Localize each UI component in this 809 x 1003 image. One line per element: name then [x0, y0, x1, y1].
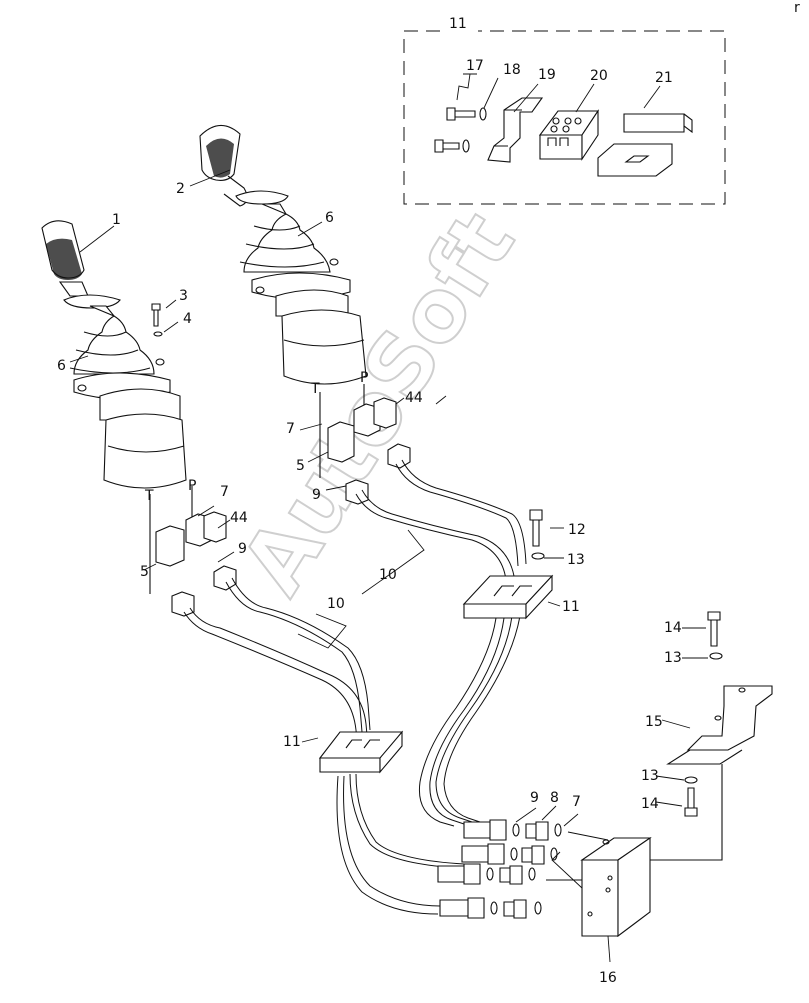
callout-11-left: 11: [283, 734, 301, 750]
lower-fittings: [437, 805, 609, 919]
right-fittings: [299, 384, 411, 505]
callout-3: 3: [179, 288, 188, 304]
callout-9-left: 9: [238, 541, 247, 557]
detail-box-part-11: 11 17 18 19 20 21: [403, 16, 726, 205]
right-joystick-handle: [199, 124, 248, 207]
leader-lines: [69, 169, 708, 963]
right-port-p-label: P: [360, 370, 368, 386]
callout-10-right: 10: [379, 567, 397, 583]
clamp-11-right: [462, 574, 554, 620]
callout-18: 18: [503, 62, 521, 78]
left-rubber-boot: [69, 305, 155, 375]
callout-9-lower: 9: [530, 790, 539, 806]
right-valve-body: [275, 289, 367, 385]
clamp-base-21: [597, 113, 693, 177]
callout-14-bottom: 14: [641, 796, 659, 812]
callout-5-left: 5: [140, 564, 149, 580]
callout-16: 16: [599, 970, 617, 986]
right-rubber-boot: [239, 203, 331, 273]
bolt-14-top: [707, 611, 721, 647]
right-joystick-assembly: T P: [199, 124, 368, 397]
callout-5-right: 5: [296, 458, 305, 474]
callout-9-right: 9: [312, 487, 321, 503]
callout-7-right: 7: [286, 421, 295, 437]
bolt-12: [529, 509, 543, 547]
washer-13-upper: [709, 652, 723, 660]
callout-44-right: 44: [405, 390, 423, 406]
corner-mark: r: [794, 0, 800, 16]
washer-4: [153, 331, 163, 337]
washer-13-lower: [684, 776, 698, 784]
callout-7-lower: 7: [572, 794, 581, 810]
bolt-14-bottom: [684, 787, 698, 817]
callout-6-right: 6: [325, 210, 334, 226]
callout-13-bottom: 13: [641, 768, 659, 784]
clamp-block-20: [538, 109, 600, 161]
bolt-3: [151, 303, 161, 327]
callout-1: 1: [112, 212, 121, 228]
callout-7-left: 7: [220, 484, 229, 500]
callout-11-right: 11: [562, 599, 580, 615]
clamp-11-left: [318, 730, 404, 774]
bolt-17: [434, 107, 476, 153]
hoses: [183, 459, 527, 915]
callout-6-left: 6: [57, 358, 66, 374]
left-joystick-handle: [41, 220, 89, 297]
bracket-15: [650, 685, 773, 861]
valve-block-16: [580, 836, 652, 938]
callout-labels: 1 2 3 4 5 5 6 6 7 7 7 8 9 9 9 10 10 11 1…: [57, 181, 682, 986]
callout-11-box: 11: [449, 16, 467, 32]
washer-18: [462, 107, 487, 153]
callout-4: 4: [183, 311, 192, 327]
callout-19: 19: [538, 67, 556, 83]
callout-44-left: 44: [230, 510, 248, 526]
callout-15: 15: [645, 714, 663, 730]
callout-13-mid: 13: [664, 650, 682, 666]
callout-8: 8: [550, 790, 559, 806]
left-joystick-assembly: T P: [41, 220, 196, 504]
right-port-t-label: T: [310, 381, 320, 397]
callout-12: 12: [568, 522, 586, 538]
callout-21: 21: [655, 70, 673, 86]
callout-13-top: 13: [567, 552, 585, 568]
left-valve-body: [99, 388, 187, 489]
left-fittings: [143, 486, 237, 617]
left-port-t-label: T: [144, 488, 154, 504]
callout-2: 2: [176, 181, 185, 197]
callout-14-top: 14: [664, 620, 682, 636]
washer-13-top: [531, 552, 545, 560]
callout-17: 17: [466, 58, 484, 74]
callout-20: 20: [590, 68, 608, 84]
clamp-cover-19: [487, 97, 544, 163]
callout-10-left: 10: [327, 596, 345, 612]
